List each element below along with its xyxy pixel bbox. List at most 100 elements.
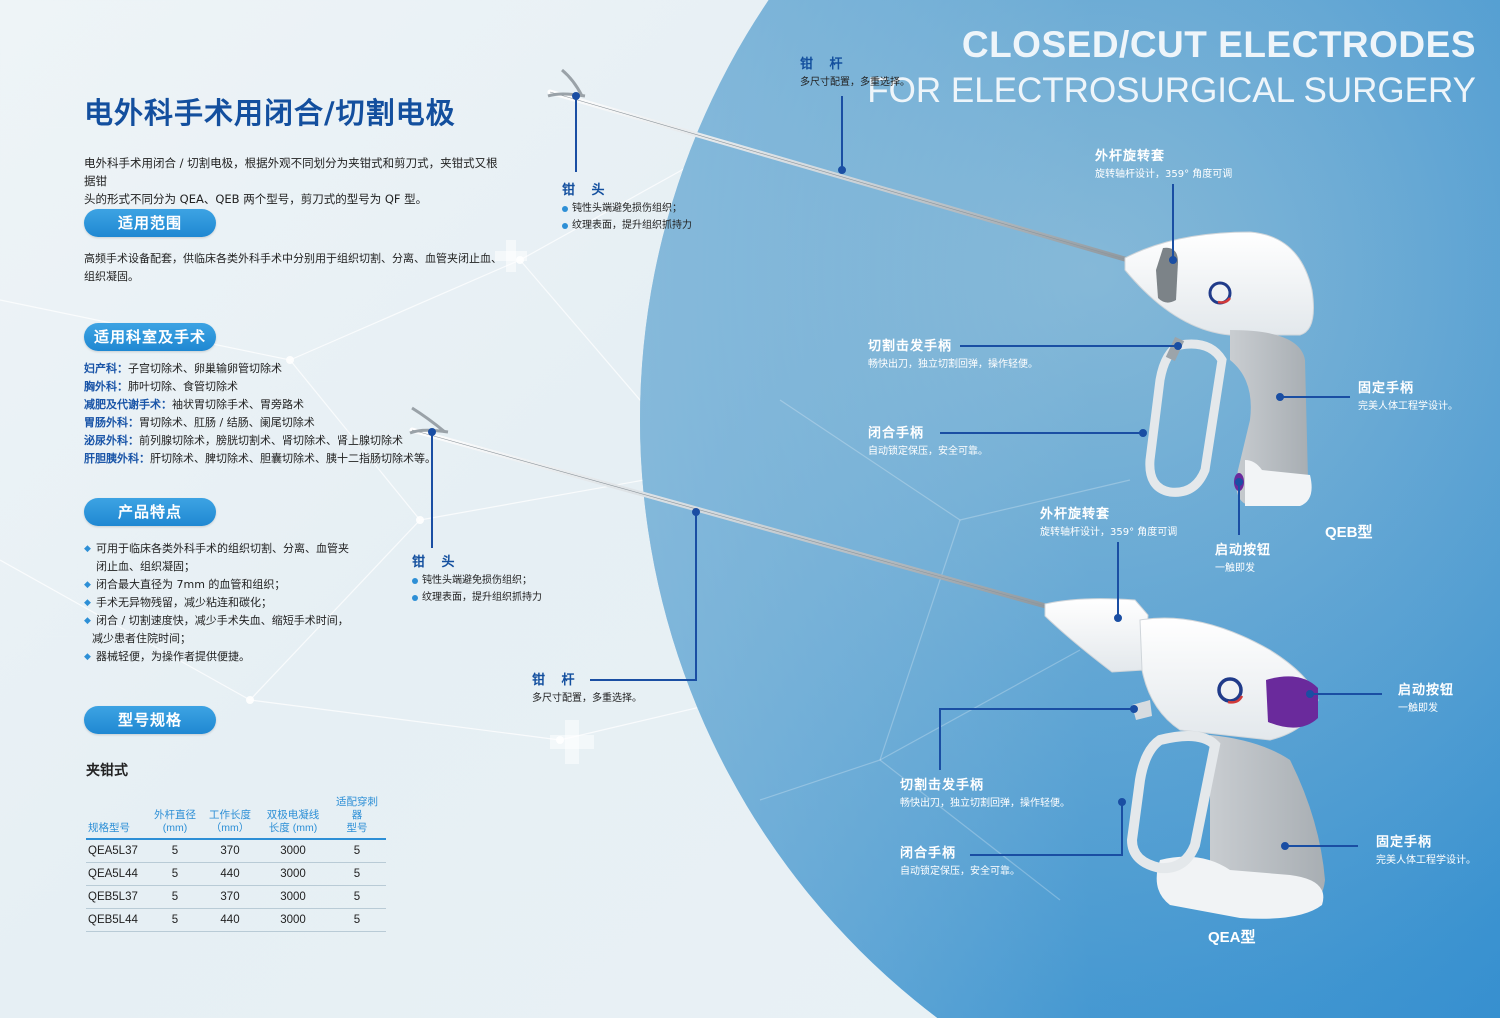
header-model: 规格型号 (86, 794, 148, 840)
callout-title: 固定手柄 (1376, 835, 1433, 850)
intro-line: 头的形式不同分为 QEA、QEB 两个型号，剪刀式的型号为 QF 型。 (84, 192, 428, 206)
feature-item: 闭合最大直径为 7mm 的血管和组织； (84, 576, 354, 594)
english-title: CLOSED/CUT ELECTRODES FOR ELECTROSURGICA… (867, 24, 1476, 116)
qeb-trigger-callout: 切割击发手柄 畅快出刀，独立切割回弹，操作轻便。 (868, 338, 1038, 373)
cell-model: QEB5L44 (86, 908, 148, 932)
cell-cable: 3000 (258, 839, 328, 863)
callout-desc: 自动锁定保压，安全可靠。 (900, 866, 1020, 877)
cell-trocar: 5 (328, 885, 386, 909)
qeb-jaw-callout: 钳 头 钝性头端避免损伤组织； 纹理表面，提升组织抓持力 (562, 182, 692, 234)
department-ops: 肺叶切除、食管切除术 (128, 380, 238, 393)
callout-desc: 完美人体工程学设计。 (1376, 855, 1476, 866)
spec-subtitle: 夹钳式 (86, 763, 128, 779)
cell-trocar: 5 (328, 839, 386, 863)
callout-desc: 一触即发 (1215, 563, 1255, 574)
qea-fixed-handle-callout: 固定手柄 完美人体工程学设计。 (1376, 834, 1476, 869)
qea-leader-lines (428, 428, 1382, 856)
scope-paragraph: 高频手术设备配套，供临床各类外科手术中分别用于组织切割、分离、血管夹闭止血、 组… (84, 250, 504, 286)
callout-title: 钳 杆 (800, 57, 849, 72)
cell-length: 440 (202, 908, 258, 932)
callout-title: 切割击发手柄 (900, 778, 985, 793)
callout-title: 钳 杆 (532, 673, 581, 688)
qeb-closing-callout: 闭合手柄 自动锁定保压，安全可靠。 (868, 425, 988, 460)
feature-item-continued: 减少患者住院时间； (92, 632, 191, 645)
cell-model: QEB5L37 (86, 885, 148, 909)
department-ops: 子宫切除术、卵巢输卵管切除术 (128, 362, 282, 375)
feature-list: 可用于临床各类外科手术的组织切割、分离、血管夹 闭止血、组织凝固； 闭合最大直径… (84, 540, 354, 666)
cell-length: 370 (202, 839, 258, 863)
callout-desc: 畅快出刀，独立切割回弹，操作轻便。 (900, 798, 1070, 809)
department-ops: 前列腺切除术，膀胱切割术、肾切除术、肾上腺切除术 (139, 434, 403, 447)
cell-model: QEA5L44 (86, 862, 148, 886)
section-label-spec: 型号规格 (84, 706, 216, 734)
callout-bullet: 钝性头端避免损伤组织； (412, 572, 542, 589)
department-item: 妇产科：子宫切除术、卵巢输卵管切除术 (84, 360, 436, 378)
qeb-leader-lines (572, 92, 1350, 535)
cell-diameter: 5 (148, 908, 202, 932)
qeb-fixed-handle-callout: 固定手柄 完美人体工程学设计。 (1358, 380, 1458, 415)
callout-title: 启动按钮 (1398, 683, 1455, 698)
cell-cable: 3000 (258, 885, 328, 909)
callout-desc: 多尺寸配置，多重选择。 (800, 77, 910, 88)
department-item: 胸外科：肺叶切除、食管切除术 (84, 378, 436, 396)
qea-trigger-callout: 切割击发手柄 畅快出刀，独立切割回弹，操作轻便。 (900, 777, 1070, 812)
section-label-departments: 适用科室及手术 (84, 323, 216, 351)
callout-title: 固定手柄 (1358, 381, 1415, 396)
callout-desc: 旋转轴杆设计，359° 角度可调 (1095, 169, 1233, 180)
callout-title: 切割击发手柄 (868, 339, 953, 354)
department-name: 胸外科： (84, 380, 128, 393)
qeb-button-callout: 启动按钮 一触即发 (1215, 542, 1271, 577)
callout-desc: 旋转轴杆设计，359° 角度可调 (1040, 527, 1178, 538)
intro-paragraph: 电外科手术用闭合 / 切割电极，根据外观不同划分为夹钳式和剪刀式，夹钳式又根据钳… (84, 154, 504, 208)
section-label-scope: 适用范围 (84, 209, 216, 237)
cell-cable: 3000 (258, 862, 328, 886)
callout-title: 钳 头 (562, 183, 611, 198)
callout-title: 闭合手柄 (900, 846, 957, 861)
spec-table-header: 规格型号 外杆直径(mm) 工作长度（mm） 双极电凝线长度 (mm) 适配穿刺… (86, 794, 386, 840)
spec-table: 规格型号 外杆直径(mm) 工作长度（mm） 双极电凝线长度 (mm) 适配穿刺… (86, 794, 386, 932)
feature-item-continued: 闭止血、组织凝固； (96, 560, 195, 573)
qea-rod-callout: 钳 杆 多尺寸配置，多重选择。 (532, 672, 642, 707)
qeb-rotation-callout: 外杆旋转套 旋转轴杆设计，359° 角度可调 (1095, 148, 1232, 183)
callout-title: 外杆旋转套 (1095, 149, 1166, 164)
header-trocar: 适配穿刺器型号 (328, 794, 386, 840)
qeb-model-label: QEB型 (1325, 524, 1373, 541)
cell-diameter: 5 (148, 885, 202, 909)
page-title: 电外科手术用闭合/切割电极 (84, 96, 456, 130)
callout-bullet: 纹理表面，提升组织抓持力 (412, 589, 542, 606)
department-ops: 袖状胃切除手术、胃旁路术 (172, 398, 304, 411)
department-item: 泌尿外科：前列腺切除术，膀胱切割术、肾切除术、肾上腺切除术 (84, 432, 436, 450)
cell-trocar: 5 (328, 862, 386, 886)
department-list: 妇产科：子宫切除术、卵巢输卵管切除术 胸外科：肺叶切除、食管切除术 减肥及代谢手… (84, 360, 436, 468)
section-label-features: 产品特点 (84, 498, 216, 526)
scope-line: 组织凝固。 (84, 270, 139, 283)
callout-desc: 畅快出刀，独立切割回弹，操作轻便。 (868, 359, 1038, 370)
cell-model: QEA5L37 (86, 839, 148, 863)
cell-cable: 3000 (258, 908, 328, 932)
qea-closing-callout: 闭合手柄 自动锁定保压，安全可靠。 (900, 845, 1020, 880)
header-cable-length: 双极电凝线长度 (mm) (258, 794, 328, 840)
qea-model-label: QEA型 (1208, 929, 1256, 946)
cell-diameter: 5 (148, 862, 202, 886)
department-name: 妇产科： (84, 362, 128, 375)
department-ops: 肝切除术、脾切除术、胆囊切除术、胰十二指肠切除术等。 (150, 452, 436, 465)
qea-rotation-callout: 外杆旋转套 旋转轴杆设计，359° 角度可调 (1040, 506, 1177, 541)
header-length: 工作长度（mm） (202, 794, 258, 840)
department-item: 胃肠外科：胃切除术、肛肠 / 结肠、阑尾切除术 (84, 414, 436, 432)
cell-trocar: 5 (328, 908, 386, 932)
callout-bullet: 钝性头端避免损伤组织； (562, 200, 692, 217)
background-circle-shade (640, 0, 1500, 1018)
english-title-line2: FOR ELECTROSURGICAL SURGERY (867, 71, 1476, 110)
department-name: 减肥及代谢手术： (84, 398, 172, 411)
department-ops: 胃切除术、肛肠 / 结肠、阑尾切除术 (139, 416, 315, 429)
cell-length: 370 (202, 885, 258, 909)
department-name: 泌尿外科： (84, 434, 139, 447)
callout-desc: 完美人体工程学设计。 (1358, 401, 1458, 412)
qeb-rod-callout: 钳 杆 多尺寸配置，多重选择。 (800, 56, 910, 91)
